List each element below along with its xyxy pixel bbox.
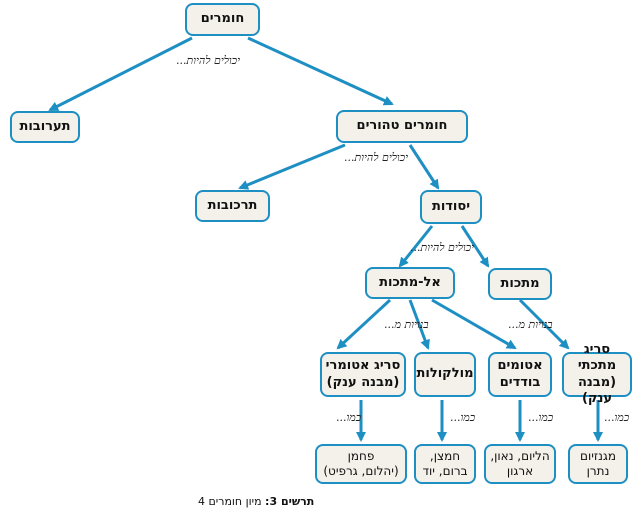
arrow-nonmetals-to-atomic-lattice	[336, 298, 392, 350]
arrow-pure-to-compounds	[238, 143, 346, 190]
arrow-materials-to-pure	[247, 36, 394, 106]
edge-label-like-2: כמו...	[450, 411, 476, 424]
arrow-pure-to-elements	[408, 144, 440, 190]
node-materials: חומרים	[185, 3, 260, 36]
figure-caption-label: תרשים 3:	[265, 495, 315, 508]
edge-label-made-of-2: בנויות מ...	[508, 318, 553, 331]
example-carbon: פחמן (יהלום, גרפיט)	[315, 444, 407, 484]
edge-label-like-1: כמו...	[336, 411, 362, 424]
arrow-elements-to-nonmetals	[398, 225, 434, 268]
edge-label-can-be-1: יכולים להיות...	[176, 54, 240, 67]
arrow-metals-to-metallic-lattice	[518, 298, 570, 350]
arrow-nonmetals-to-molecules	[408, 299, 430, 350]
node-pure-materials: חומרים טהורים	[336, 110, 468, 143]
arrow-materials-to-mixtures	[48, 36, 193, 112]
node-elements: יסודות	[420, 190, 482, 224]
node-metallic-lattice: סריג מתכתי (מבנה ענק)	[562, 342, 632, 406]
edge-label-made-of-1: בנויות מ...	[384, 318, 429, 331]
example-magnesium-sodium: מגנזיום נתרן	[568, 444, 628, 484]
example-oxygen-bromine-iodine: חמצן, ברום, יוד	[414, 444, 476, 484]
edge-label-can-be-2: יכולים להיות...	[344, 151, 408, 164]
node-compounds: תרכובות	[195, 190, 270, 222]
arrow-elements-to-metals	[460, 225, 490, 268]
example-noble-gases: הליום, נאון, ארגון	[484, 444, 556, 484]
figure-caption-text: מיון חומרים 4	[198, 495, 262, 508]
node-non-metals: אל-מתכות	[365, 267, 455, 299]
arrow-nonmetals-to-single-atoms	[431, 298, 517, 350]
node-mixtures: תערובות	[10, 111, 80, 143]
node-molecules: מולקולות	[414, 352, 476, 397]
edge-label-like-3: כמו...	[528, 411, 554, 424]
node-metals: מתכות	[488, 268, 552, 300]
figure-caption: תרשים 3: מיון חומרים 4	[198, 495, 314, 508]
node-atomic-lattice: סריג אטומרי (מבנה ענק)	[320, 352, 406, 397]
edge-label-like-4: כמו...	[604, 411, 630, 424]
edge-label-can-be-3: יכולים להיות...	[410, 241, 474, 254]
node-single-atoms: אטומים בודדים	[488, 352, 552, 397]
